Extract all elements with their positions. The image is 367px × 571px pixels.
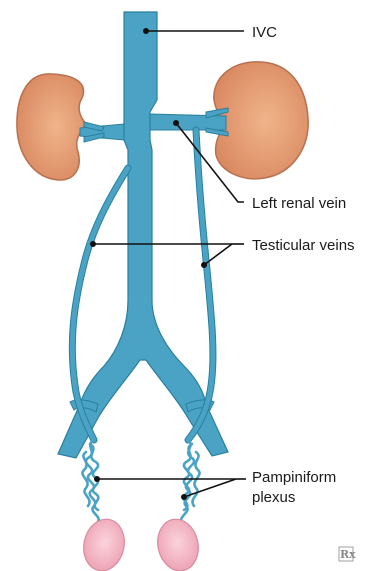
testicular-veins-label: Testicular veins xyxy=(252,237,355,254)
pampiniform-leader-dot-left xyxy=(181,494,187,500)
right-testis xyxy=(79,515,129,571)
testicular-veins-leader-dot-right xyxy=(90,241,96,247)
pampiniform-leader-left xyxy=(184,479,236,497)
left-renal-vein xyxy=(150,114,226,130)
ivc-leader-dot xyxy=(143,28,149,34)
right-kidney xyxy=(17,74,88,180)
ivc-label: IVC xyxy=(252,24,277,41)
rx-watermark: Rx xyxy=(340,548,356,561)
pampiniform-label-line1: Pampiniform xyxy=(252,469,336,486)
pampiniform-label-line2: plexus xyxy=(252,489,295,506)
left-testis xyxy=(153,515,203,571)
left-renal-vein-leader-dot xyxy=(173,120,179,126)
left-pampiniform-plexus xyxy=(181,440,199,522)
pampiniform-leader-dot-right xyxy=(94,476,100,482)
testicular-veins-leader-dot-left xyxy=(201,262,207,268)
left-renal-vein-label: Left renal vein xyxy=(252,195,346,212)
left-kidney xyxy=(214,62,308,179)
